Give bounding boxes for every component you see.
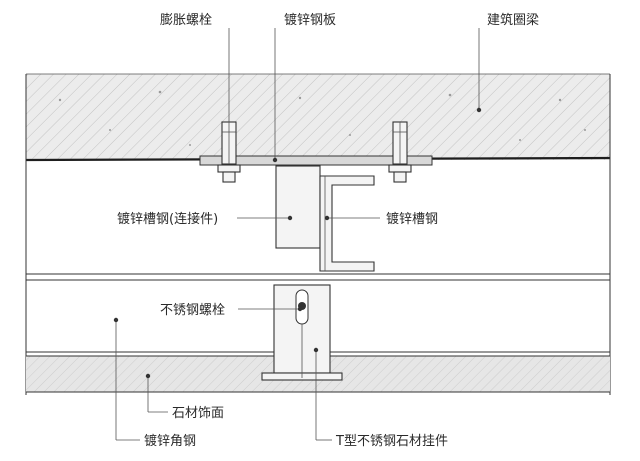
galvanized-channel-connector bbox=[275, 165, 321, 249]
label-ring-beam: 建筑圈梁 bbox=[487, 12, 539, 28]
leader-lines bbox=[113, 28, 482, 441]
label-galvanized-plate: 镀锌钢板 bbox=[284, 12, 336, 28]
label-channel-connector: 镀锌槽钢(连接件) bbox=[117, 211, 218, 227]
galvanized-channel-steel bbox=[319, 175, 375, 272]
ring-beam-concrete bbox=[26, 73, 610, 160]
expansion-bolt-right bbox=[388, 121, 412, 183]
label-stone-facing: 石材饰面 bbox=[172, 406, 224, 421]
label-angle-steel: 镀锌角钢 bbox=[144, 433, 196, 449]
galvanized-angle-steel bbox=[26, 273, 610, 281]
label-t-hanger: T型不锈钢石材挂件 bbox=[335, 434, 448, 449]
galvanized-steel-plate bbox=[199, 155, 433, 166]
expansion-bolt-left bbox=[217, 121, 241, 183]
label-expansion-bolt: 膨胀螺栓 bbox=[160, 13, 212, 28]
label-stainless-bolt: 不锈钢螺栓 bbox=[160, 303, 225, 318]
t-stainless-hanger bbox=[261, 284, 343, 381]
label-channel-steel: 镀锌槽钢 bbox=[386, 211, 438, 227]
